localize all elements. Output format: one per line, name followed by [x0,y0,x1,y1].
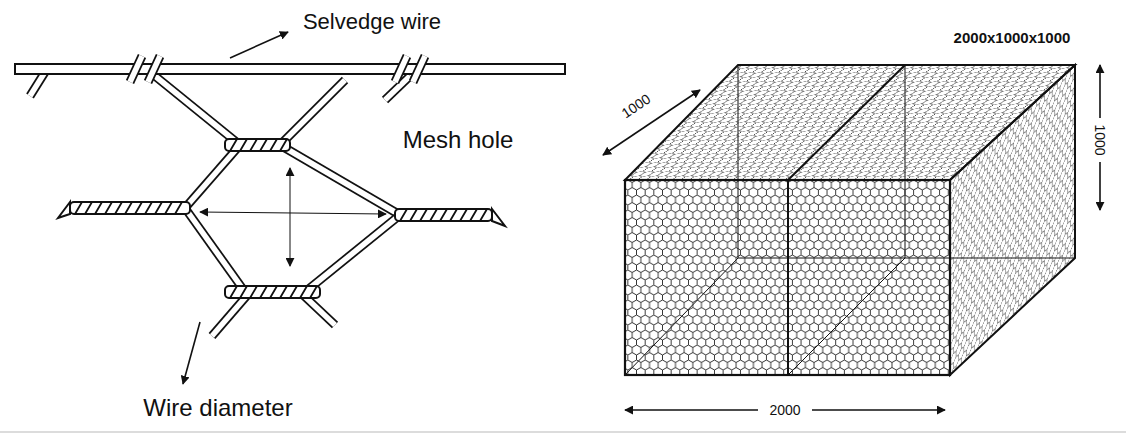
twist [395,209,492,221]
wire [280,145,400,215]
twist [225,286,320,298]
wire [155,76,240,145]
twist-turns [75,202,182,214]
gabion-box [625,65,1075,375]
wire-wrap [130,56,142,82]
mesh-width-arrow [200,212,386,214]
wire [280,80,345,145]
selvedge-wire [15,64,565,74]
dimension-label: 1000 [619,91,654,122]
wire-wrap [148,56,160,82]
dimension-arrow [1099,65,1101,118]
twist [70,202,190,214]
part-label: Mesh hole [403,126,514,154]
wire [305,215,400,292]
dimension-label: 1000 [1092,124,1108,155]
leader-arrow [230,32,288,58]
dimension-label: 2000x1000x1000 [954,29,1071,46]
wire [305,215,400,292]
wire-wrap [413,56,425,82]
twist-turns [230,286,317,298]
mesh-wires [30,72,410,336]
dimension-arrow [625,409,758,411]
cut-end [492,209,505,226]
wire-wrap [413,56,425,82]
dimension-arrow [1099,162,1101,210]
wire [185,145,240,208]
twist-turns [400,209,487,221]
wire [280,80,345,145]
twist [225,139,290,151]
part-label: Wire diameter [143,394,292,422]
leader-arrow [183,322,200,384]
box-side-face [950,65,1075,375]
wire-stub [30,72,45,96]
wire [280,145,400,215]
part-label: Selvedge wire [303,9,441,34]
twist-turns [230,139,287,151]
bottom-rule [0,431,1126,433]
mesh-height-arrow [290,168,291,266]
wire [185,208,245,292]
selvedge-wraps [130,56,425,82]
wire [155,76,240,145]
wire-wrap [395,56,407,82]
wire-wrap [148,56,160,82]
dimension-label: 2000 [769,402,800,418]
wire-wrap [395,56,407,82]
wire [185,145,240,208]
wire-twists [58,139,505,298]
hidden-edges [625,65,1075,375]
wire [185,208,245,292]
dimension-arrow [603,90,700,155]
wire-stub [30,72,45,96]
wire-wrap [130,56,142,82]
dimension-arrow [812,409,945,411]
cut-end [58,202,70,218]
diaphragm [788,65,905,375]
